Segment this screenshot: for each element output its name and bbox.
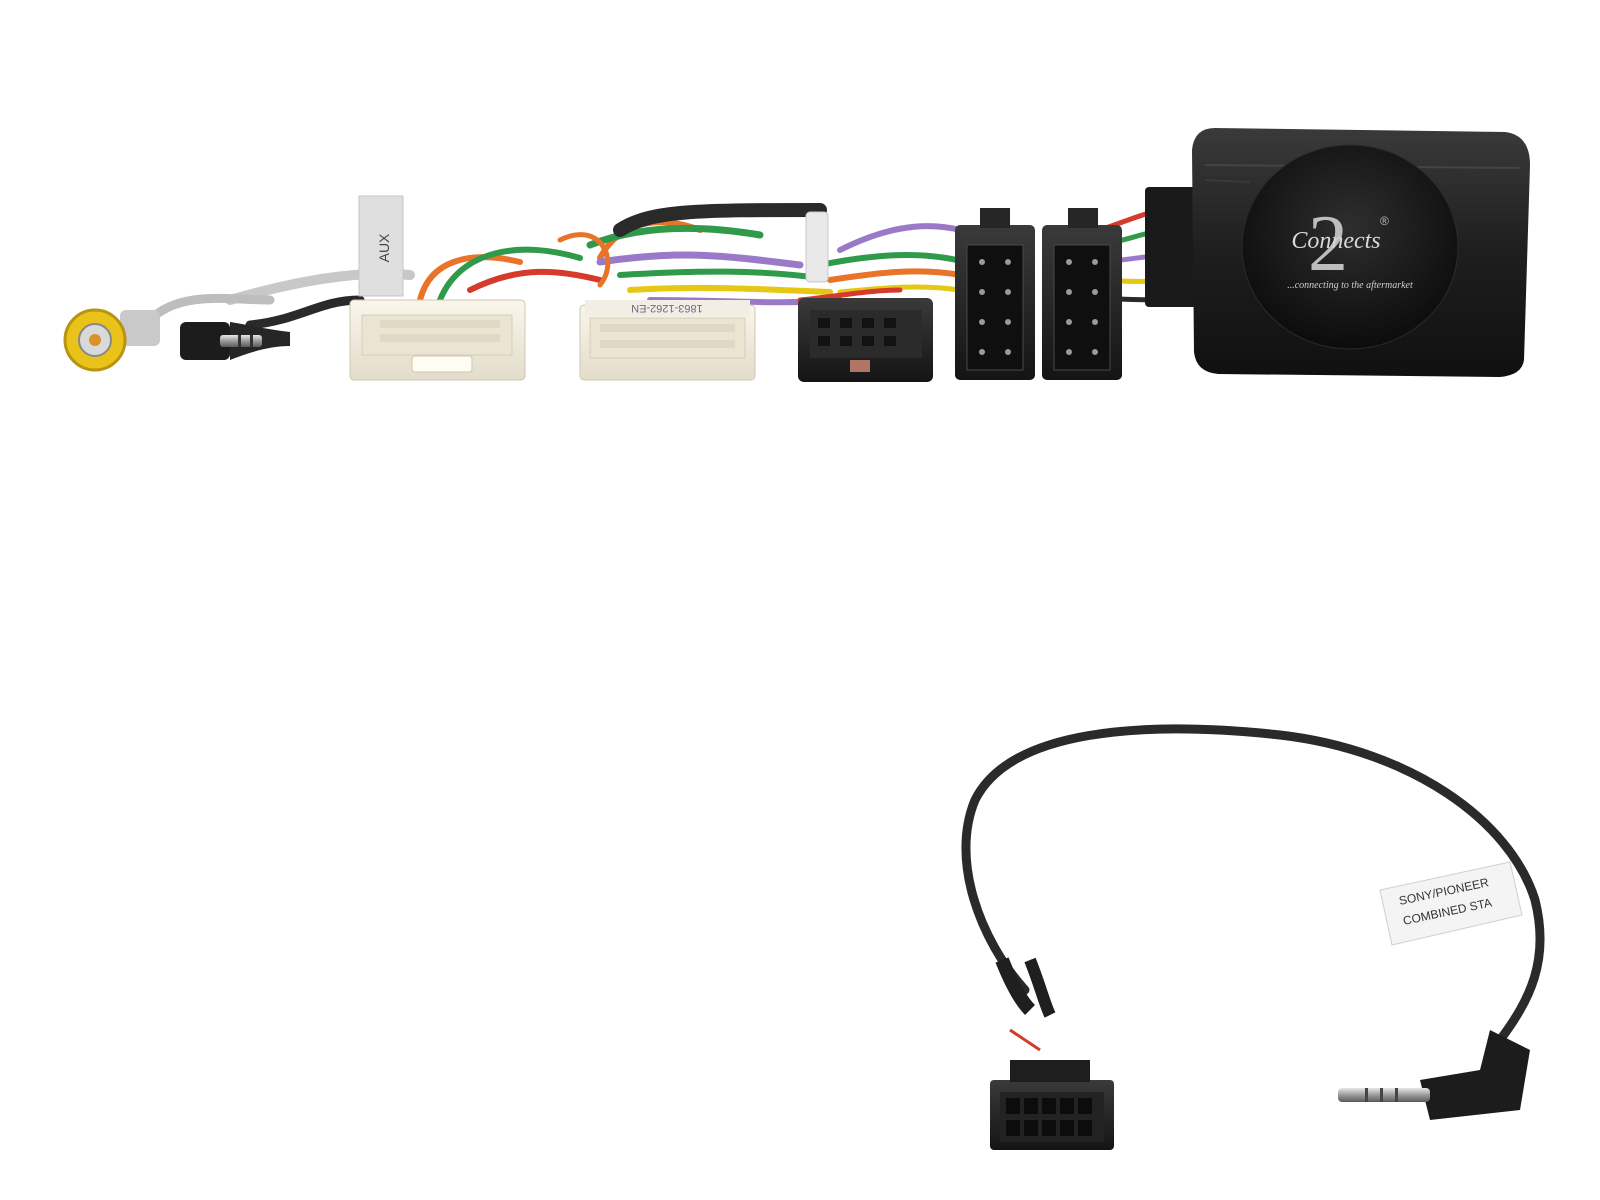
lead-cable — [961, 724, 1545, 1045]
black-connector-small — [798, 298, 933, 382]
lead-angled-jack — [1338, 1030, 1530, 1120]
lead-multipin-connector — [990, 1060, 1114, 1150]
rca-yellow-plug — [63, 308, 160, 372]
iso-connector-pair — [955, 208, 1122, 380]
connector-part-label: 1863-1262-EN — [631, 302, 703, 314]
aux-jack-plug — [180, 322, 290, 360]
white-connector-right: 1863-1262-EN — [579, 300, 756, 381]
logo-disc — [1241, 144, 1459, 350]
cable-tie — [805, 211, 829, 283]
lead-label: SONY/PIONEER COMBINED STA — [1379, 861, 1523, 946]
brand-logo-text: Connects — [1291, 228, 1380, 254]
aux-label-text: AUX — [376, 233, 392, 262]
interface-box: 2 ® Connects ...connecting to the afterm… — [1145, 128, 1530, 377]
brand-tagline: ...connecting to the aftermarket — [1287, 280, 1413, 291]
brand-registered-mark: ® — [1380, 214, 1389, 228]
steering-lead: SONY/PIONEER COMBINED STA — [961, 724, 1545, 1150]
harness-top: AUX — [63, 128, 1530, 382]
aux-label-flag: AUX — [358, 195, 404, 297]
white-connector-left — [349, 299, 526, 381]
brand-number: 2 — [1308, 200, 1348, 288]
